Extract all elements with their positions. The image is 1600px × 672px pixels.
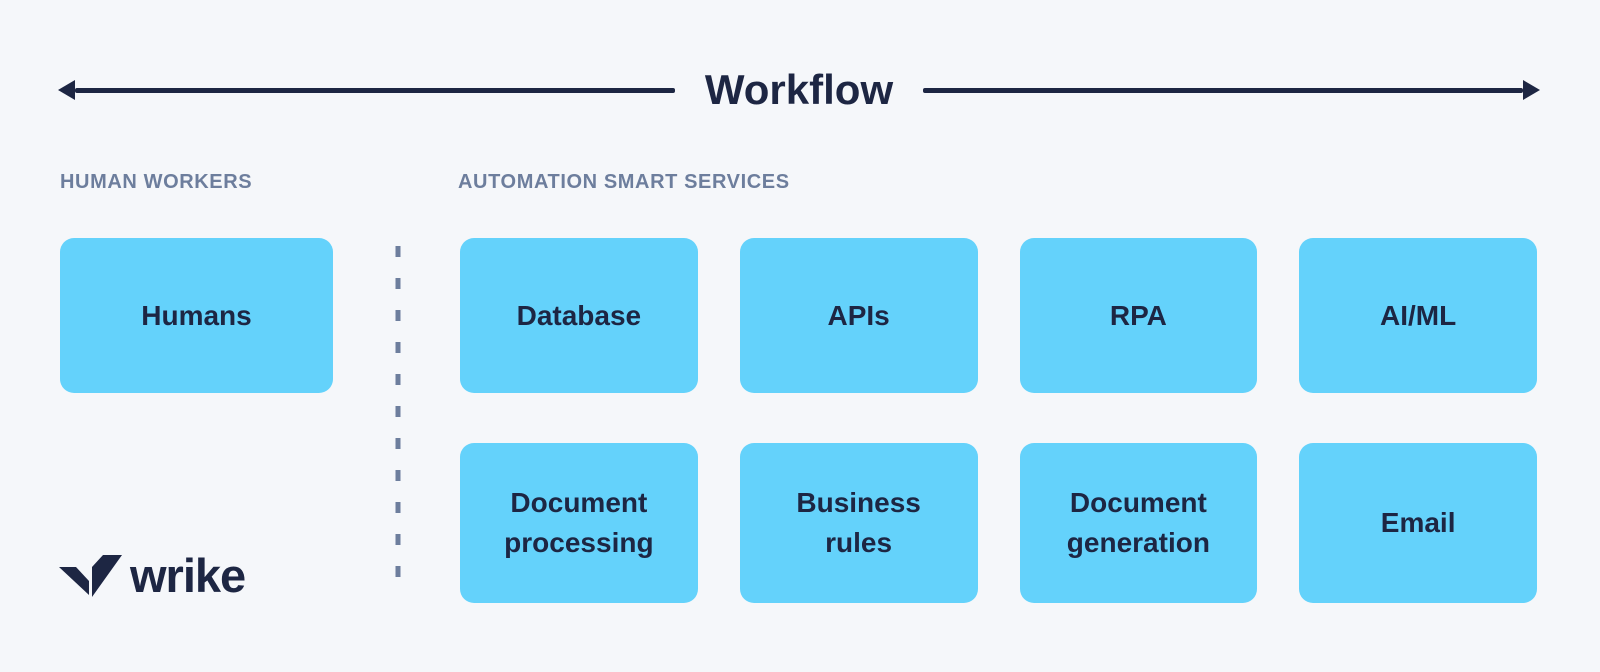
service-box-label: Document generation (1066, 487, 1210, 558)
service-box-label: Email (1380, 507, 1456, 538)
right-arrow (923, 80, 1541, 100)
wrike-logo: wrike (58, 549, 246, 602)
service-box-label: AI/ML (1380, 299, 1457, 331)
right-arrow-shaft (923, 87, 1524, 93)
service-box-business-rules: Business rules (739, 443, 978, 603)
wrike-double-check-icon (59, 555, 122, 597)
workflow-header: Workflow (58, 66, 1541, 113)
service-box-label: APIs (827, 299, 890, 331)
service-box-email: Email (1299, 443, 1537, 603)
service-box-document-processing: Document processing (460, 443, 698, 603)
page-title: Workflow (704, 66, 894, 113)
left-arrowhead-icon (58, 80, 75, 100)
service-box-label: Database (516, 299, 642, 331)
service-box-label: Business rules (796, 487, 921, 558)
dashed-divider (395, 246, 401, 597)
service-box-apis: APIs (739, 238, 978, 393)
right-arrowhead-icon (1523, 80, 1541, 100)
left-arrow-shaft (75, 87, 675, 93)
service-box-label: RPA (1109, 299, 1167, 331)
human-workers-section-label: HUMAN WORKERS (60, 171, 253, 193)
automation-services-grid: Database APIs RPA AI/ML Document process… (460, 238, 1537, 603)
left-arrow (58, 80, 675, 100)
service-box-rpa: RPA (1019, 238, 1258, 393)
wrike-wordmark: wrike (130, 549, 246, 602)
service-box-database: Database (460, 238, 698, 393)
humans-box-label: Humans (141, 299, 252, 331)
service-box-ai-ml: AI/ML (1299, 238, 1537, 393)
service-box-label: Document processing (504, 487, 654, 558)
service-box-document-generation: Document generation (1019, 443, 1258, 603)
humans-box: Humans (60, 238, 333, 393)
automation-smart-services-section-label: AUTOMATION SMART SERVICES (458, 171, 790, 193)
